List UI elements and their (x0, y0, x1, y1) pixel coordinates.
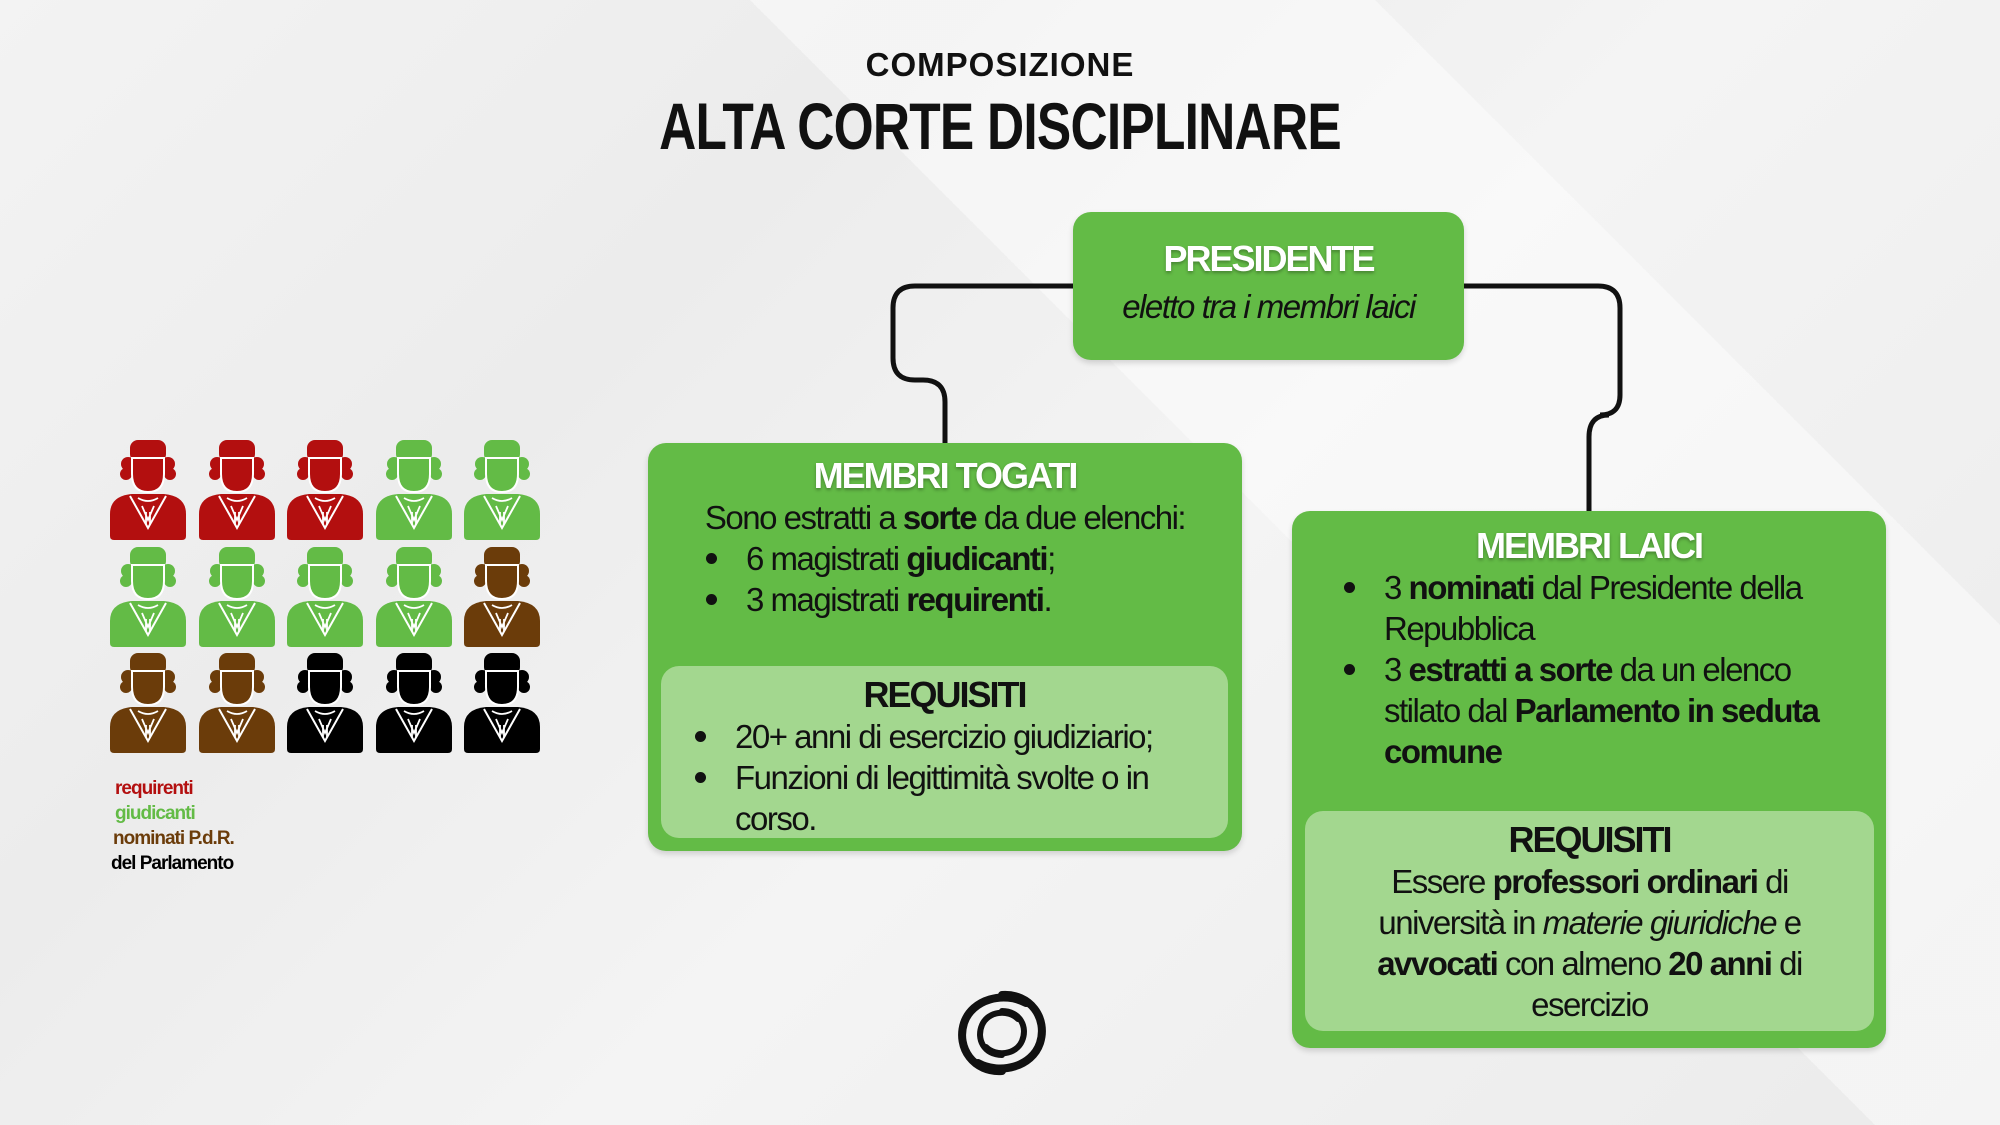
legend-parlamento: del Parlamento (111, 853, 234, 874)
judge-icon-requirenti (197, 440, 277, 545)
legend: requirenti giudicanti nominati P.d.R. de… (111, 776, 235, 876)
togati-list: 6 magistrati giudicanti; 3 magistrati re… (694, 538, 1242, 620)
judge-icon-parlamento (462, 653, 542, 758)
list-item: 3 magistrati requirenti. (694, 579, 1242, 620)
judge-icon-parlamento (374, 653, 454, 758)
membri-togati-box: MEMBRI TOGATI Sono estratti a sorte da d… (648, 443, 1242, 851)
list-item: 6 magistrati giudicanti; (694, 538, 1242, 579)
togati-requisiti-box: REQUISITI 20+ anni di esercizio giudizia… (661, 666, 1228, 838)
judge-icon-nominati (197, 653, 277, 758)
togati-title: MEMBRI TOGATI (813, 455, 1079, 496)
judge-icon-giudicanti (285, 546, 365, 652)
judge-icon-giudicanti (108, 546, 188, 652)
list-item: Funzioni di legittimità svolte o in cors… (683, 757, 1208, 839)
judge-icon-nominati (108, 653, 188, 758)
judge-icon-giudicanti (197, 546, 277, 652)
presidente-subtitle: eletto tra i membri laici (1122, 288, 1416, 325)
membri-laici-box: MEMBRI LAICI 3 nominati dal Presidente d… (1292, 511, 1886, 1048)
presidente-box: PRESIDENTE eletto tra i membri laici (1073, 212, 1464, 360)
judge-icon-parlamento (285, 653, 365, 758)
judge-icon-giudicanti (374, 440, 454, 545)
togati-requisiti-list: 20+ anni di esercizio giudiziario; Funzi… (683, 716, 1208, 839)
judge-icon-requirenti (108, 440, 188, 545)
judge-icon-giudicanti (462, 440, 542, 545)
legend-giudicanti: giudicanti (115, 803, 196, 824)
judge-icon-requirenti (285, 440, 365, 545)
laici-list: 3 nominati dal Presidente della Repubbli… (1332, 567, 1866, 772)
logo-swirl-icon (958, 990, 1046, 1076)
judge-icon-nominati (462, 546, 542, 652)
legend-requirenti: requirenti (115, 778, 194, 799)
connector-right (1464, 283, 1623, 511)
legend-nominati: nominati P.d.R. (113, 828, 235, 849)
laici-title: MEMBRI LAICI (1476, 525, 1704, 566)
laici-requisiti-text: Essere professori ordinari di università… (1377, 863, 1803, 1023)
connector-left (890, 283, 1073, 443)
laici-requisiti-box: REQUISITI Essere professori ordinari di … (1305, 811, 1874, 1031)
list-item: 20+ anni di esercizio giudiziario; (683, 716, 1208, 757)
presidente-title: PRESIDENTE (1163, 238, 1375, 279)
judge-icon-giudicanti (374, 546, 454, 652)
laici-requisiti-title: REQUISITI (1508, 819, 1672, 860)
togati-intro: Sono estratti a sorte da due elenchi: (704, 499, 1187, 536)
page-title: ALTA CORTE DISCIPLINARE (659, 89, 1342, 163)
page-subtitle: COMPOSIZIONE (865, 46, 1135, 83)
togati-requisiti-title: REQUISITI (863, 674, 1027, 715)
list-item: 3 estratti a sorte da un elenco stilato … (1332, 649, 1866, 772)
list-item: 3 nominati dal Presidente della Repubbli… (1332, 567, 1866, 649)
